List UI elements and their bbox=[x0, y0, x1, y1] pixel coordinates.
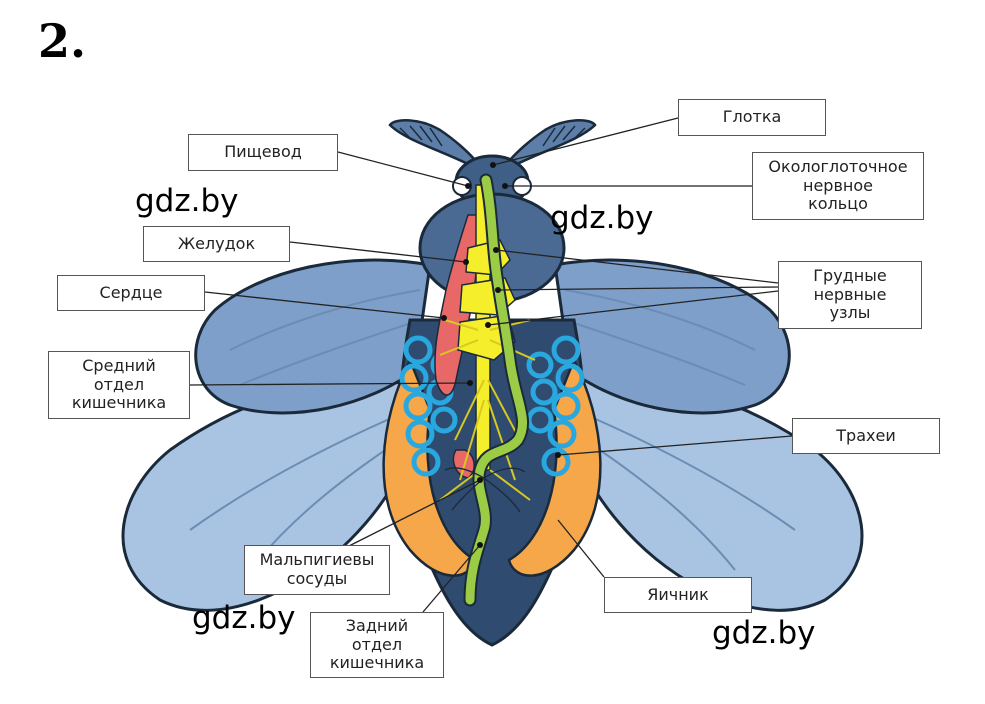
nerve-system bbox=[457, 184, 516, 471]
label-grudnye: Грудные нервные узлы bbox=[778, 261, 922, 329]
label-trakhei: Трахеи bbox=[792, 418, 940, 454]
leader-lines bbox=[189, 117, 793, 613]
left-antenna bbox=[388, 119, 477, 167]
right-antenna bbox=[508, 119, 597, 167]
watermark: gdz.by bbox=[712, 615, 816, 651]
task-number: 2. bbox=[38, 14, 87, 68]
label-serdtse: Сердце bbox=[57, 275, 205, 311]
label-malpigievy: Мальпигиевы сосуды bbox=[244, 545, 390, 595]
label-yaichnik: Яичник bbox=[604, 577, 752, 613]
antenna-segments bbox=[399, 125, 586, 147]
watermark: gdz.by bbox=[135, 183, 239, 219]
gut-fill bbox=[465, 175, 528, 605]
left-front-wing bbox=[194, 258, 432, 415]
label-sredniy: Средний отдел кишечника bbox=[48, 351, 190, 419]
label-zheludok: Желудок bbox=[143, 226, 290, 262]
label-zadniy: Задний отдел кишечника bbox=[310, 612, 444, 678]
leader-dots bbox=[441, 162, 561, 548]
watermark: gdz.by bbox=[192, 600, 296, 636]
wing-veins bbox=[189, 289, 796, 571]
label-okologlotochnoe: Окологлоточное нервное кольцо bbox=[752, 152, 924, 220]
label-glotka: Глотка bbox=[678, 99, 826, 136]
right-front-wing bbox=[553, 258, 791, 415]
watermark: gdz.by bbox=[550, 200, 654, 236]
label-pishchevod: Пищевод bbox=[188, 134, 338, 171]
